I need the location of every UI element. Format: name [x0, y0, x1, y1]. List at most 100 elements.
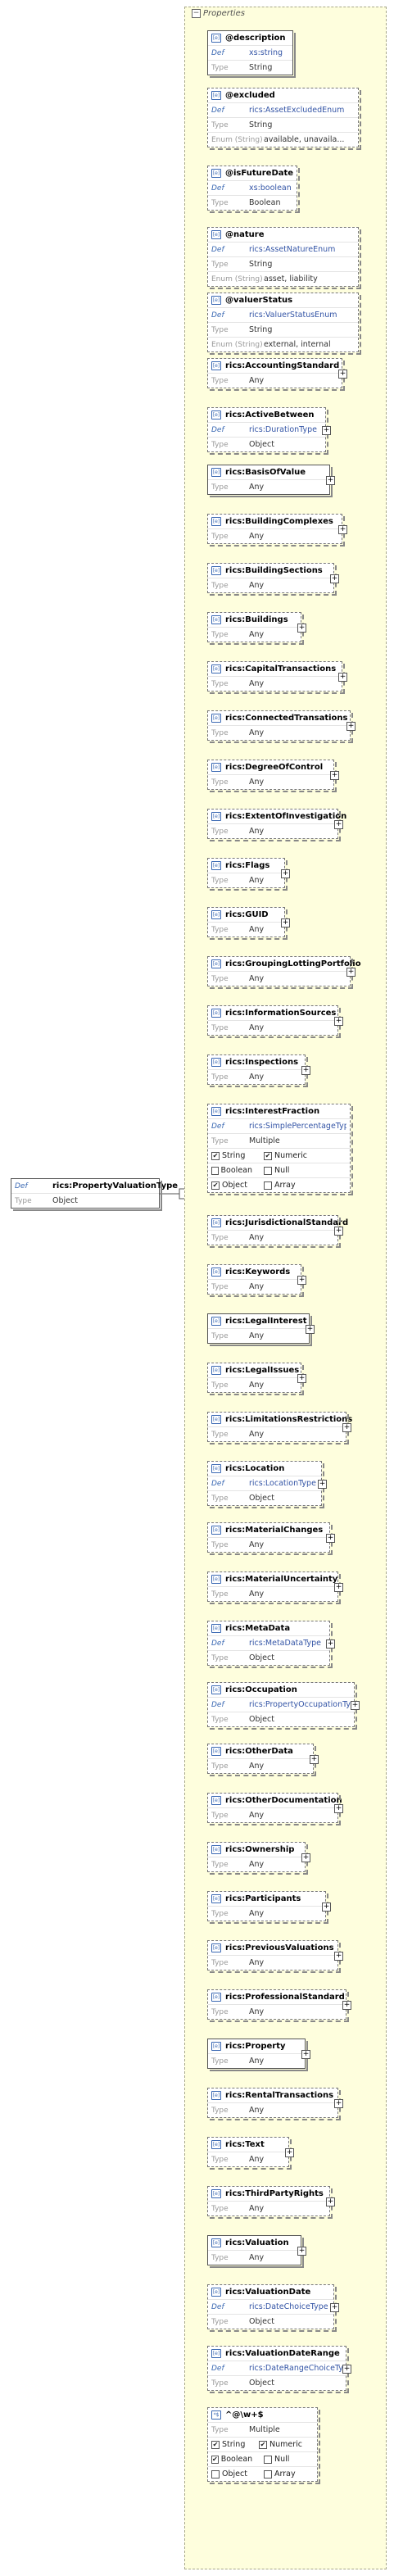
element-icon: [e] — [211, 517, 221, 526]
expand-icon[interactable]: + — [301, 2050, 310, 2059]
def-value[interactable]: rics:DateRangeChoiceType — [249, 2364, 342, 2373]
expand-icon[interactable]: + — [342, 1423, 351, 1432]
def-value[interactable]: rics:LocationType — [249, 1479, 316, 1488]
expand-icon[interactable]: + — [285, 2148, 294, 2157]
def-value[interactable]: rics:PropertyOccupationType — [249, 1700, 351, 1709]
expand-icon[interactable]: + — [322, 1903, 331, 1912]
expand-icon[interactable]: + — [334, 820, 343, 829]
collapse-icon[interactable]: − — [192, 9, 201, 18]
expand-icon[interactable]: + — [281, 918, 290, 927]
expand-icon[interactable]: + — [310, 1755, 319, 1764]
expand-icon[interactable]: + — [322, 426, 331, 435]
def-value[interactable]: rics:AssetNatureEnum — [249, 245, 336, 254]
expand-icon[interactable]: + — [338, 525, 347, 534]
expand-icon[interactable]: + — [326, 2197, 335, 2206]
expand-icon[interactable]: + — [326, 476, 335, 485]
expand-icon[interactable]: + — [334, 1017, 343, 1026]
def-value[interactable]: xs:string — [249, 48, 283, 57]
expand-icon[interactable]: + — [297, 1374, 306, 1383]
expand-icon[interactable]: + — [297, 624, 306, 633]
expand-icon[interactable]: + — [334, 1583, 343, 1592]
expand-icon[interactable]: + — [318, 1480, 327, 1489]
def-value[interactable]: rics:AssetExcludedEnum — [249, 106, 345, 115]
expand-icon[interactable]: + — [281, 869, 290, 878]
expand-icon[interactable]: + — [306, 1325, 315, 1334]
expand-icon[interactable]: + — [346, 968, 356, 977]
expand-icon[interactable]: + — [330, 574, 339, 583]
expand-icon[interactable]: + — [330, 2303, 339, 2312]
expand-icon[interactable]: + — [342, 2365, 351, 2374]
expand-icon[interactable]: + — [301, 1066, 310, 1075]
def-value[interactable]: rics:SimplePercentageType — [249, 1122, 346, 1131]
expand-icon[interactable]: + — [301, 1853, 310, 1862]
def-value[interactable]: rics:DurationType — [249, 425, 317, 434]
expand-icon[interactable]: + — [342, 2001, 351, 2010]
def-value[interactable]: rics:DateChoiceType — [249, 2302, 328, 2311]
expand-icon[interactable]: + — [330, 771, 339, 780]
def-value[interactable]: rics:ValuerStatusEnum — [249, 311, 337, 320]
root-node[interactable]: Def rics:PropertyValuationType Type Obje… — [11, 1178, 178, 1211]
def-value[interactable]: rics:MetaDataType — [249, 1639, 322, 1648]
expand-icon[interactable]: + — [297, 2247, 306, 2256]
expand-icon[interactable]: + — [338, 370, 347, 379]
type-key: Type — [211, 120, 229, 129]
expand-icon[interactable]: + — [326, 1639, 335, 1649]
expand-icon[interactable]: + — [338, 673, 347, 682]
expand-icon[interactable]: + — [346, 722, 356, 731]
expand-icon[interactable]: + — [334, 1804, 343, 1813]
expand-icon[interactable]: + — [334, 2099, 343, 2108]
properties-header[interactable]: − Properties — [192, 9, 245, 18]
expand-icon[interactable]: + — [334, 1952, 343, 1961]
expand-icon[interactable]: + — [351, 1701, 360, 1710]
expand-icon[interactable]: + — [297, 1276, 306, 1285]
expand-icon[interactable]: + — [326, 1534, 335, 1543]
def-value[interactable]: xs:boolean — [249, 184, 292, 193]
expand-icon[interactable]: + — [334, 1227, 343, 1236]
